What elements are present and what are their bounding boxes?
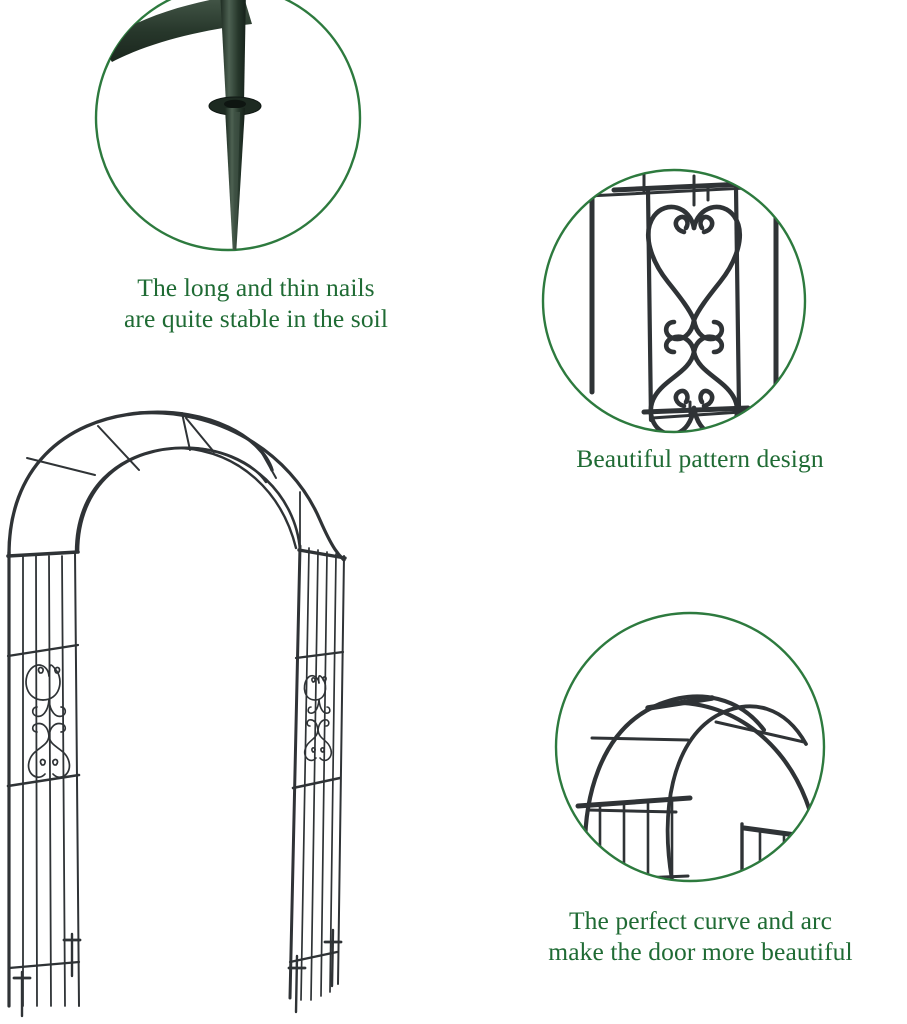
- callout-circle-curve: [554, 611, 826, 883]
- caption-curve: The perfect curve and arc make the door …: [548, 906, 853, 967]
- arch-top-curve-detail: [575, 694, 823, 880]
- caption-nails: The long and thin nails are quite stable…: [123, 273, 389, 334]
- arch-left-panel: [6, 550, 82, 1018]
- callout-circle-pattern: [541, 168, 807, 434]
- ground-stake-detail: [100, 0, 262, 250]
- scroll-pattern-left: [25, 664, 71, 779]
- caption-pattern: Beautiful pattern design: [576, 444, 824, 473]
- ground-stakes-left: [8, 932, 82, 1018]
- ground-stakes-right: [287, 928, 343, 1014]
- scroll-pattern-right: [303, 674, 333, 762]
- callout-circle-nails: [94, 0, 362, 252]
- arch-inner-doorway-curve: [76, 446, 302, 554]
- garden-arch: [6, 410, 347, 1018]
- arch-right-panel: [287, 544, 347, 1014]
- arch-top-far-band: [137, 411, 346, 562]
